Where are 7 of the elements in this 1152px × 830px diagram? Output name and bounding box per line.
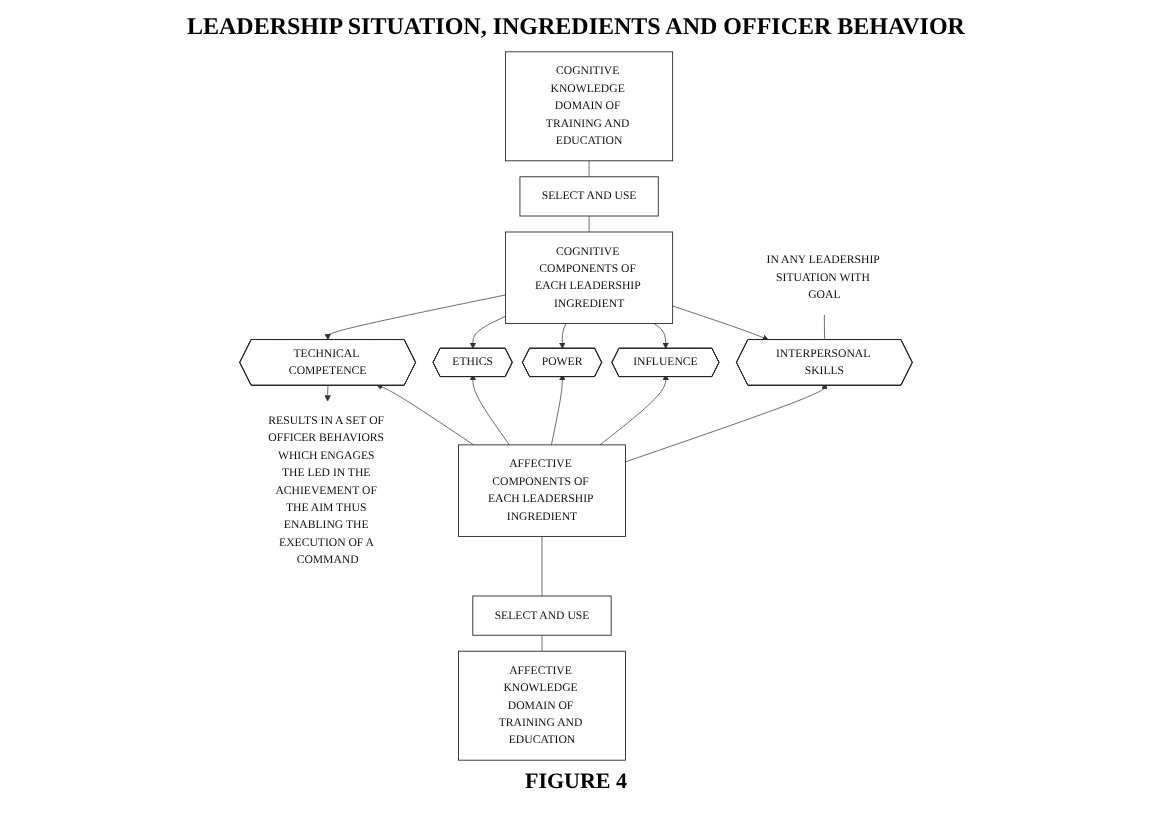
figure-caption: FIGURE 4	[522, 770, 630, 794]
connector	[588, 215, 590, 233]
connector	[588, 160, 590, 178]
connector	[824, 314, 826, 341]
diagram-title: LEADERSHIP SITUATION, INGREDIENTS AND OFFICER BEHAVIOR	[185, 12, 967, 42]
connector	[541, 536, 543, 597]
connector	[541, 634, 543, 652]
